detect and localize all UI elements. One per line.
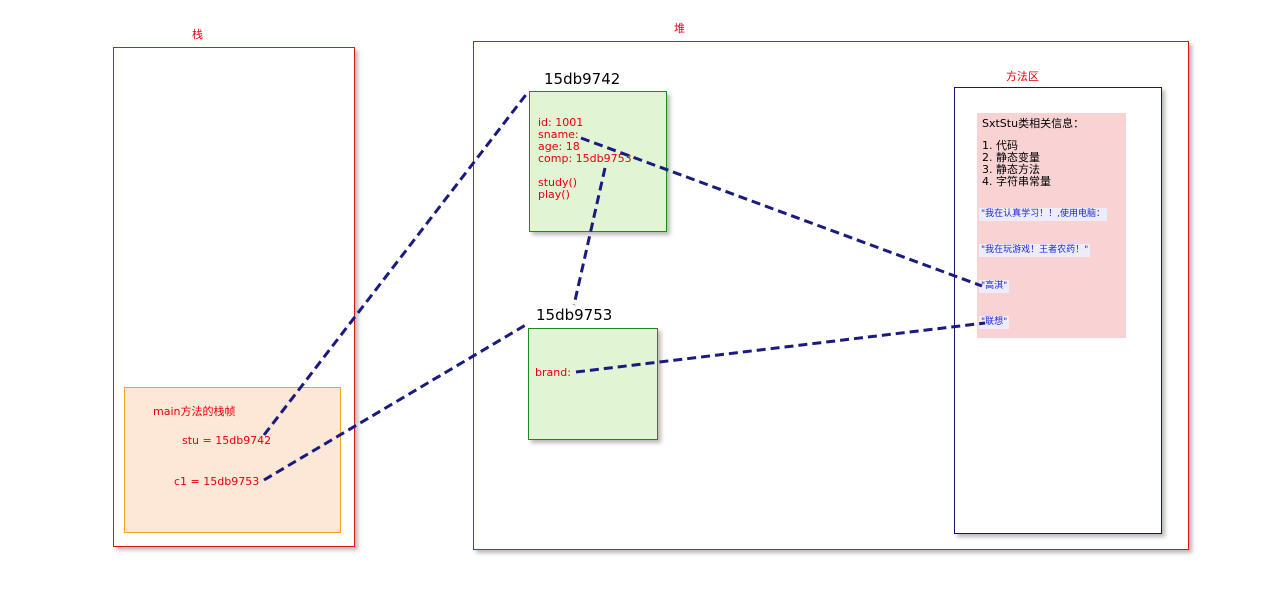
string-constant-gaoqi: "高淇" [979,280,1010,293]
obj2-address: 15db9753 [536,306,613,324]
string-constant-play: "我在玩游戏！王者农药！" [979,244,1091,257]
obj2-box [528,328,658,440]
heap-title: 堆 [674,22,685,35]
string-constant-study: "我在认真学习！！,使用电脑： [979,208,1108,221]
class-info-title: SxtStu类相关信息： [982,117,1085,130]
obj1-field-id: id: 1001 [538,116,584,129]
obj1-content: id: 1001 sname: age: 18 comp: 15db9753 s… [538,117,632,201]
obj2-field-brand: brand: [535,366,571,379]
obj1-address: 15db9742 [544,70,621,88]
class-info-box [977,113,1126,338]
class-info-content: SxtStu类相关信息： 1. 代码 2. 静态变量 3. 静态方法 4. 字符… [982,118,1084,188]
obj1-field-sname: sname: [538,128,579,141]
obj1-method-play: play() [538,188,570,201]
obj1-field-age: age: 18 [538,140,580,153]
string-constant-lenovo: "联想" [979,316,1010,329]
class-info-item-code: 1. 代码 [982,139,1018,152]
stack-title: 栈 [192,28,203,41]
obj1-field-comp: comp: 15db9753 [538,152,632,165]
stack-var-stu: stu = 15db9742 [182,434,272,447]
method-area-region [954,87,1162,534]
stack-var-c1: c1 = 15db9753 [174,475,260,488]
class-info-item-static-methods: 3. 静态方法 [982,163,1040,176]
class-info-item-static-vars: 2. 静态变量 [982,151,1040,164]
method-area-title: 方法区 [1006,70,1039,83]
stack-frame-title: main方法的栈帧 [153,405,236,418]
obj1-method-study: study() [538,176,578,189]
class-info-item-string-constants: 4. 字符串常量 [982,175,1051,188]
